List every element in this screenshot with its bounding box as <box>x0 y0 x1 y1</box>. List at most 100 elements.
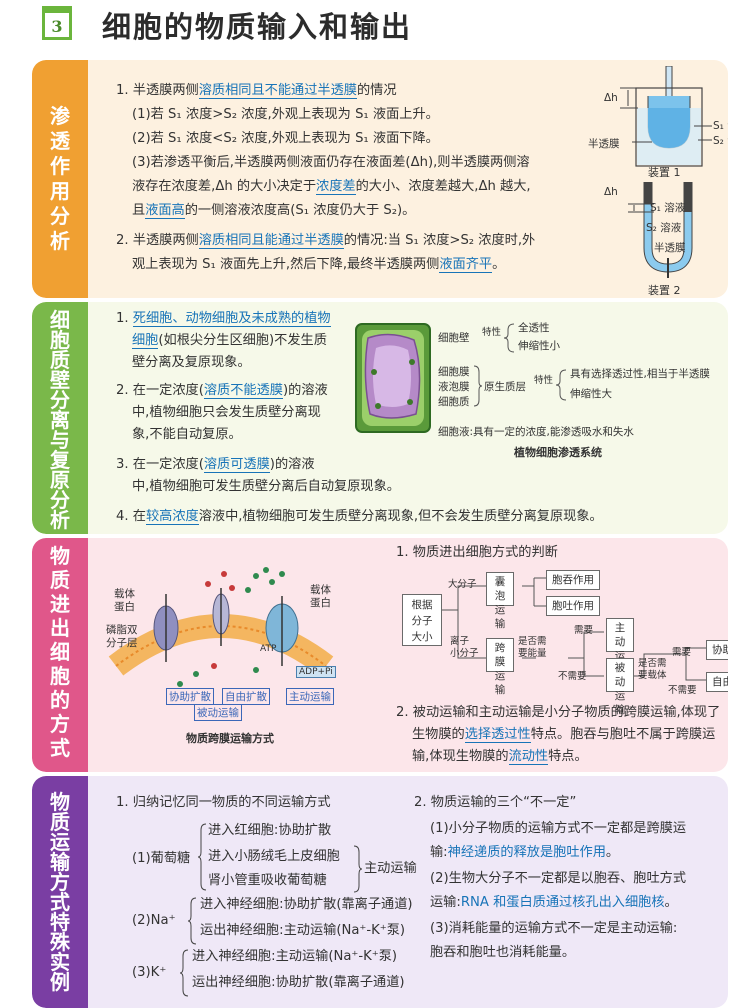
label-atp: ATP <box>260 644 277 654</box>
paragraph: (1)小分子物质的运输方式不一定都是跨膜运 <box>430 821 687 836</box>
label-trait: 特性 <box>534 375 554 386</box>
section-plasmolysis: 细胞质壁分离与复原分析 1. 死细胞、动物细胞及未成熟的植物 细胞(如根尖分生区… <box>32 302 728 534</box>
paragraph: 1. 半透膜两侧溶质相同且不能通过半透膜的情况 <box>116 83 397 99</box>
paragraph: 象,不能自动复原。 <box>132 427 242 442</box>
paragraph: (2)生物大分子不一定都是以胞吞、胞吐方式 <box>430 871 687 886</box>
tab-char: 质 <box>50 348 70 372</box>
page-header: 3 细胞的物质输入和输出 <box>0 0 750 52</box>
bracket-sodium <box>188 897 197 945</box>
tab-char: 出 <box>50 616 70 640</box>
glucose-label: (1)葡萄糖 <box>132 851 191 866</box>
section-body: 1. 半透膜两侧溶质相同且不能通过半透膜的情况 (1)若 S₁ 浓度>S₂ 浓度… <box>88 60 728 298</box>
label-facilitated: 协助扩散 <box>166 688 214 705</box>
section-body: 1. 归纳记忆同一物质的不同运输方式 (1)葡萄糖 进入红细胞:协助扩散 进入小… <box>88 776 728 1008</box>
section-number: 3 <box>51 17 63 36</box>
sodium-2: 运出神经细胞:主动运输(Na⁺-K⁺泵) <box>200 923 406 938</box>
tab-char: 实 <box>50 950 70 974</box>
label-membrane: 细胞膜 <box>438 366 470 378</box>
flow-need-2: 需要 <box>672 647 692 658</box>
section-osmosis: 渗透作用分析 1. 半透膜两侧溶质相同且不能通过半透膜的情况 (1)若 S₁ 浓… <box>32 60 728 298</box>
paragraph: 胞吞和胞吐也消耗能量。 <box>430 945 576 960</box>
label-passive: 被动运输 <box>194 704 242 721</box>
bracket-proto <box>473 365 482 407</box>
tab-char: 特 <box>50 910 70 934</box>
tab-label: 细胞质壁分离与复原分析 <box>32 310 88 530</box>
page-title: 细胞的物质输入和输出 <box>102 10 413 44</box>
flowchart-title: 1. 物质进出细胞方式的判断 <box>396 545 558 560</box>
label-wall-2: 伸缩性小 <box>518 340 560 352</box>
bracket-glucose <box>198 823 207 891</box>
osmosis-device-1 <box>620 66 712 167</box>
tab-char: 胞 <box>50 664 70 688</box>
tab-char: 细 <box>50 640 70 664</box>
paragraph: 输:神经递质的释放是胞吐作用。 <box>430 845 620 860</box>
flow-need: 需要 <box>574 625 594 636</box>
tab-char: 透 <box>50 129 70 153</box>
flowchart-lines <box>442 577 706 681</box>
tab-char: 输 <box>50 850 70 874</box>
label-trait: 特性 <box>482 327 502 338</box>
label-proto-2: 伸缩性大 <box>570 388 612 400</box>
label-free-diffusion: 自由扩散 <box>222 688 270 705</box>
label-cell-sap: 细胞液:具有一定的浓度,能渗透吸水和失水 <box>438 426 634 438</box>
paragraph: (1)若 S₁ 浓度>S₂ 浓度,外观上表现为 S₁ 液面上升。 <box>132 107 439 122</box>
tab-char: 物 <box>50 544 70 568</box>
section-body: 1. 死细胞、动物细胞及未成熟的植物 细胞(如根尖分生区细胞)不发生质 壁分离及… <box>88 302 728 534</box>
paragraph: 且液面高的一侧溶液浓度高(S₁ 浓度仍大于 S₂)。 <box>132 203 416 219</box>
tab-char: 式 <box>50 890 70 914</box>
flow-facilitated: 协助扩散 <box>706 640 728 660</box>
tab-char: 渗 <box>50 104 70 128</box>
section-number-badge: 3 <box>42 6 72 40</box>
tab-char: 胞 <box>50 328 70 352</box>
potassium-1: 进入神经细胞:主动运输(Na⁺-K⁺泵) <box>192 949 398 964</box>
tab-char: 质 <box>50 810 70 834</box>
tab-char: 壁 <box>50 368 70 392</box>
paragraph: 4. 在较高浓度溶液中,植物细胞可发生质壁分离现象,但不会发生质壁分离复原现象。 <box>116 509 603 525</box>
paragraph: 2. 被动运输和主动运输是小分子物质的跨膜运输,体现了 <box>396 705 721 720</box>
potassium-label: (3)K⁺ <box>132 965 167 980</box>
tab-char: 离 <box>50 408 70 432</box>
device-caption: 装置 2 <box>648 284 681 297</box>
paragraph: 中,植物细胞只会发生质壁分离现 <box>132 405 321 420</box>
flow-q-energy: 是否需要能量 <box>518 636 547 659</box>
tab-char: 析 <box>50 508 70 532</box>
tab-char: 方 <box>50 870 70 894</box>
tab-char: 进 <box>50 592 70 616</box>
paragraph: 2. 在一定浓度(溶质不能透膜)的溶液 <box>116 383 328 399</box>
bracket-glucose-right <box>353 845 362 893</box>
sodium-label: (2)Na⁺ <box>132 913 176 928</box>
paragraph: 生物膜的选择透过性特点。胞吞与胞吐不属于跨膜运 <box>412 727 716 743</box>
paragraph: 运输:RNA 和蛋白质通过核孔出入细胞核。 <box>430 895 678 910</box>
glucose-3: 肾小管重吸收葡萄糖 <box>208 873 327 888</box>
label-protoplast: 原生质层 <box>484 381 526 393</box>
flow-vesicle: 囊泡运输 <box>486 572 514 630</box>
membrane-label: 半透膜 <box>654 242 686 254</box>
label-carrier-2: 载体蛋白 <box>310 584 331 609</box>
tab-char: 质 <box>50 568 70 592</box>
tab-char: 运 <box>50 830 70 854</box>
label-wall-1: 全透性 <box>518 322 550 334</box>
tab-label: 渗透作用分析 <box>32 104 88 254</box>
flow-passive: 被动运输 <box>606 658 634 716</box>
s1-label: S₁ 溶液 <box>650 202 686 214</box>
bracket-proto-trait <box>556 369 567 401</box>
tab-label: 物质进出细胞的方式 <box>32 544 88 760</box>
flow-noneed-2: 不需要 <box>668 685 697 696</box>
glucose-result: 主动运输 <box>364 861 417 876</box>
tab-char: 物 <box>50 790 70 814</box>
s2-label: S₂ 溶液 <box>713 135 728 147</box>
right-title: 2. 物质运输的三个“不一定” <box>414 795 577 810</box>
label-adp: ADP+Pi <box>296 666 336 678</box>
bracket-wall <box>504 323 515 353</box>
section-transport: 物质进出细胞的方式 载体蛋白 载体蛋白 磷脂双分子层 ATP ADP+Pi 协助… <box>32 538 728 772</box>
label-carrier-1: 载体蛋白 <box>114 588 135 613</box>
label-proto-1: 具有选择透过性,相当于半透膜 <box>570 368 710 380</box>
tab-char: 细 <box>50 308 70 332</box>
paragraph: 3. 在一定浓度(溶质可透膜)的溶液 <box>116 457 315 473</box>
sodium-1: 进入神经细胞:协助扩散(靠离子通道) <box>200 897 413 912</box>
section-tab-special: 物质运输方式特殊实例 <box>32 776 88 1008</box>
tab-char: 的 <box>50 688 70 712</box>
membrane-label: 半透膜 <box>588 138 620 150</box>
label-bilayer: 磷脂双分子层 <box>106 624 138 649</box>
paragraph: 中,植物细胞可发生质壁分离后自动复原现象。 <box>132 479 400 494</box>
